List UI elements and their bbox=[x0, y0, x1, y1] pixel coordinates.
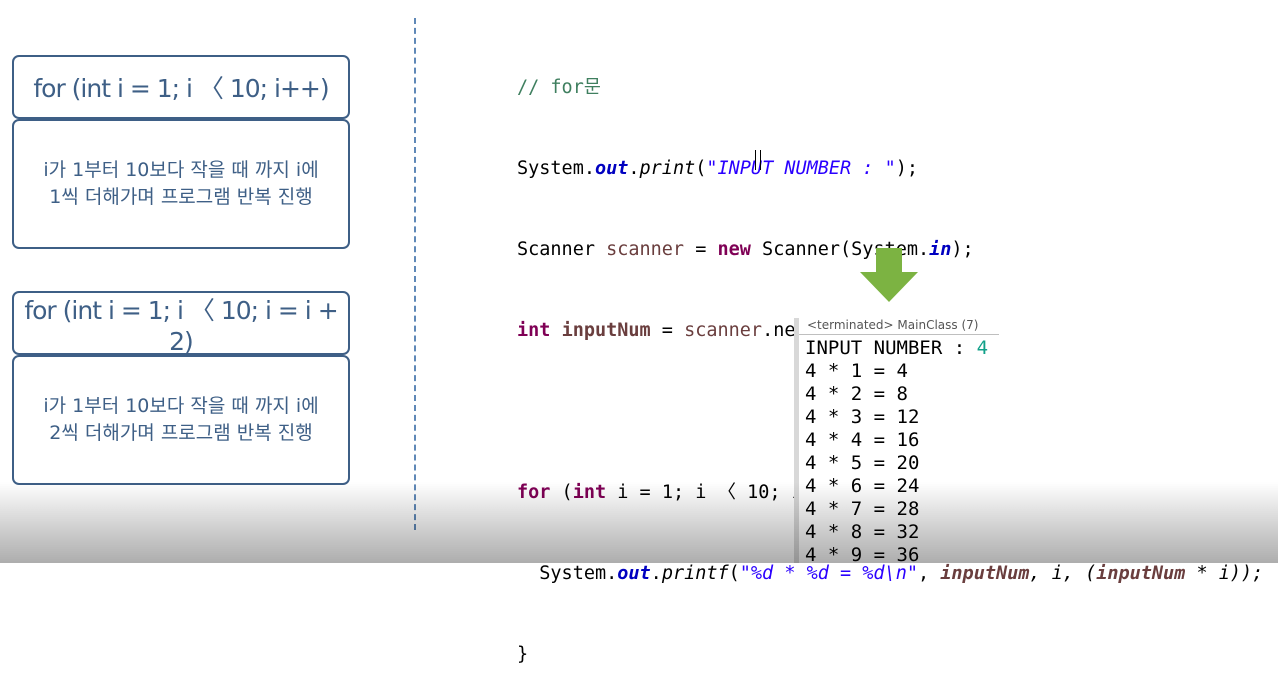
for-syntax-box-1: for (int i = 1; i 〈 10; i++) bbox=[12, 55, 350, 119]
code-token: , bbox=[918, 563, 941, 584]
code-token: = bbox=[650, 320, 685, 341]
code-variable: inputNum bbox=[940, 563, 1030, 584]
code-line-1: // for문 bbox=[517, 74, 1263, 101]
code-token: ( bbox=[728, 563, 740, 584]
code-comment: // for문 bbox=[517, 77, 601, 98]
code-string: "%d * %d = %d\n" bbox=[739, 563, 918, 584]
text-cursor-icon bbox=[755, 150, 761, 170]
code-line-6: for (int i = 1; i 〈 10; i++) { bbox=[517, 479, 1263, 506]
code-token: , i, ( bbox=[1029, 563, 1097, 584]
code-variable: scanner bbox=[606, 239, 685, 260]
code-token: } bbox=[517, 644, 529, 665]
code-token: out bbox=[617, 563, 651, 584]
for-syntax-2: for (int i = 1; i 〈 10; i = i + 2) bbox=[24, 295, 338, 356]
code-token: System. bbox=[517, 158, 595, 179]
code-token: * i)); bbox=[1185, 563, 1264, 584]
code-keyword: new bbox=[717, 239, 751, 260]
down-arrow-icon bbox=[860, 248, 918, 302]
code-token: . bbox=[628, 158, 640, 179]
code-token: ( bbox=[695, 158, 707, 179]
code-variable: scanner bbox=[684, 320, 763, 341]
for-syntax-box-2: for (int i = 1; i 〈 10; i = i + 2) bbox=[12, 291, 350, 356]
console-prompt: INPUT NUMBER : bbox=[805, 337, 977, 359]
for-description-box-2: i가 1부터 10보다 작을 때 까지 i에 2씩 더해가며 프로그램 반복 진… bbox=[12, 355, 350, 485]
code-token: ( bbox=[550, 482, 573, 503]
for-syntax-1: for (int i = 1; i 〈 10; i++) bbox=[33, 74, 329, 103]
console-input-value: 4 bbox=[976, 337, 989, 359]
code-line-7: System.out.printf("%d * %d = %d\n", inpu… bbox=[517, 560, 1263, 587]
code-token: ); bbox=[895, 158, 919, 179]
code-keyword: int bbox=[517, 320, 551, 341]
code-token: ); bbox=[951, 239, 974, 260]
for-description-box-1: i가 1부터 10보다 작을 때 까지 i에 1씩 더해가며 프로그램 반복 진… bbox=[12, 119, 350, 249]
code-keyword: int bbox=[572, 482, 607, 503]
console-line: 4 * 4 = 16 bbox=[805, 429, 920, 451]
console-line: 4 * 8 = 32 bbox=[805, 521, 920, 543]
console-line: 4 * 5 = 20 bbox=[805, 452, 920, 474]
desc-2-line-1: i가 1부터 10보다 작을 때 까지 i에 bbox=[43, 395, 319, 417]
code-token bbox=[550, 320, 561, 341]
console-line: 4 * 9 = 36 bbox=[805, 544, 920, 563]
code-token: System. bbox=[517, 563, 618, 584]
console-prompt-line: INPUT NUMBER : 4 bbox=[805, 337, 999, 360]
code-keyword: for bbox=[517, 482, 551, 503]
code-token: = bbox=[684, 239, 718, 260]
console-header: <terminated> MainClass (7) bbox=[799, 318, 999, 335]
code-line-2: System.out.print("INPUT NUMBER : "); bbox=[517, 155, 1263, 182]
code-token: print bbox=[639, 158, 696, 179]
code-line-8: } bbox=[517, 641, 1263, 668]
code-token: printf bbox=[661, 563, 729, 584]
code-token: out bbox=[594, 158, 629, 179]
dashed-divider bbox=[414, 18, 416, 530]
code-variable: inputNum bbox=[561, 320, 651, 341]
console-line: 4 * 7 = 28 bbox=[805, 498, 920, 520]
code-variable: inputNum bbox=[1096, 563, 1186, 584]
code-token: Scanner bbox=[517, 239, 607, 260]
code-token: in bbox=[929, 239, 952, 260]
console-line: 4 * 6 = 24 bbox=[805, 475, 920, 497]
desc-2-line-2: 2씩 더해가며 프로그램 반복 진행 bbox=[49, 422, 313, 444]
desc-1-line-2: 1씩 더해가며 프로그램 반복 진행 bbox=[49, 186, 313, 208]
desc-1-line-1: i가 1부터 10보다 작을 때 까지 i에 bbox=[43, 159, 319, 181]
code-string: "INPUT NUMBER : " bbox=[706, 158, 896, 179]
console-line: 4 * 1 = 4 bbox=[805, 360, 908, 382]
console-line: 4 * 2 = 8 bbox=[805, 383, 908, 405]
console-line: 4 * 3 = 12 bbox=[805, 406, 920, 428]
console-panel: <terminated> MainClass (7) INPUT NUMBER … bbox=[794, 318, 999, 563]
code-token: . bbox=[650, 563, 662, 584]
